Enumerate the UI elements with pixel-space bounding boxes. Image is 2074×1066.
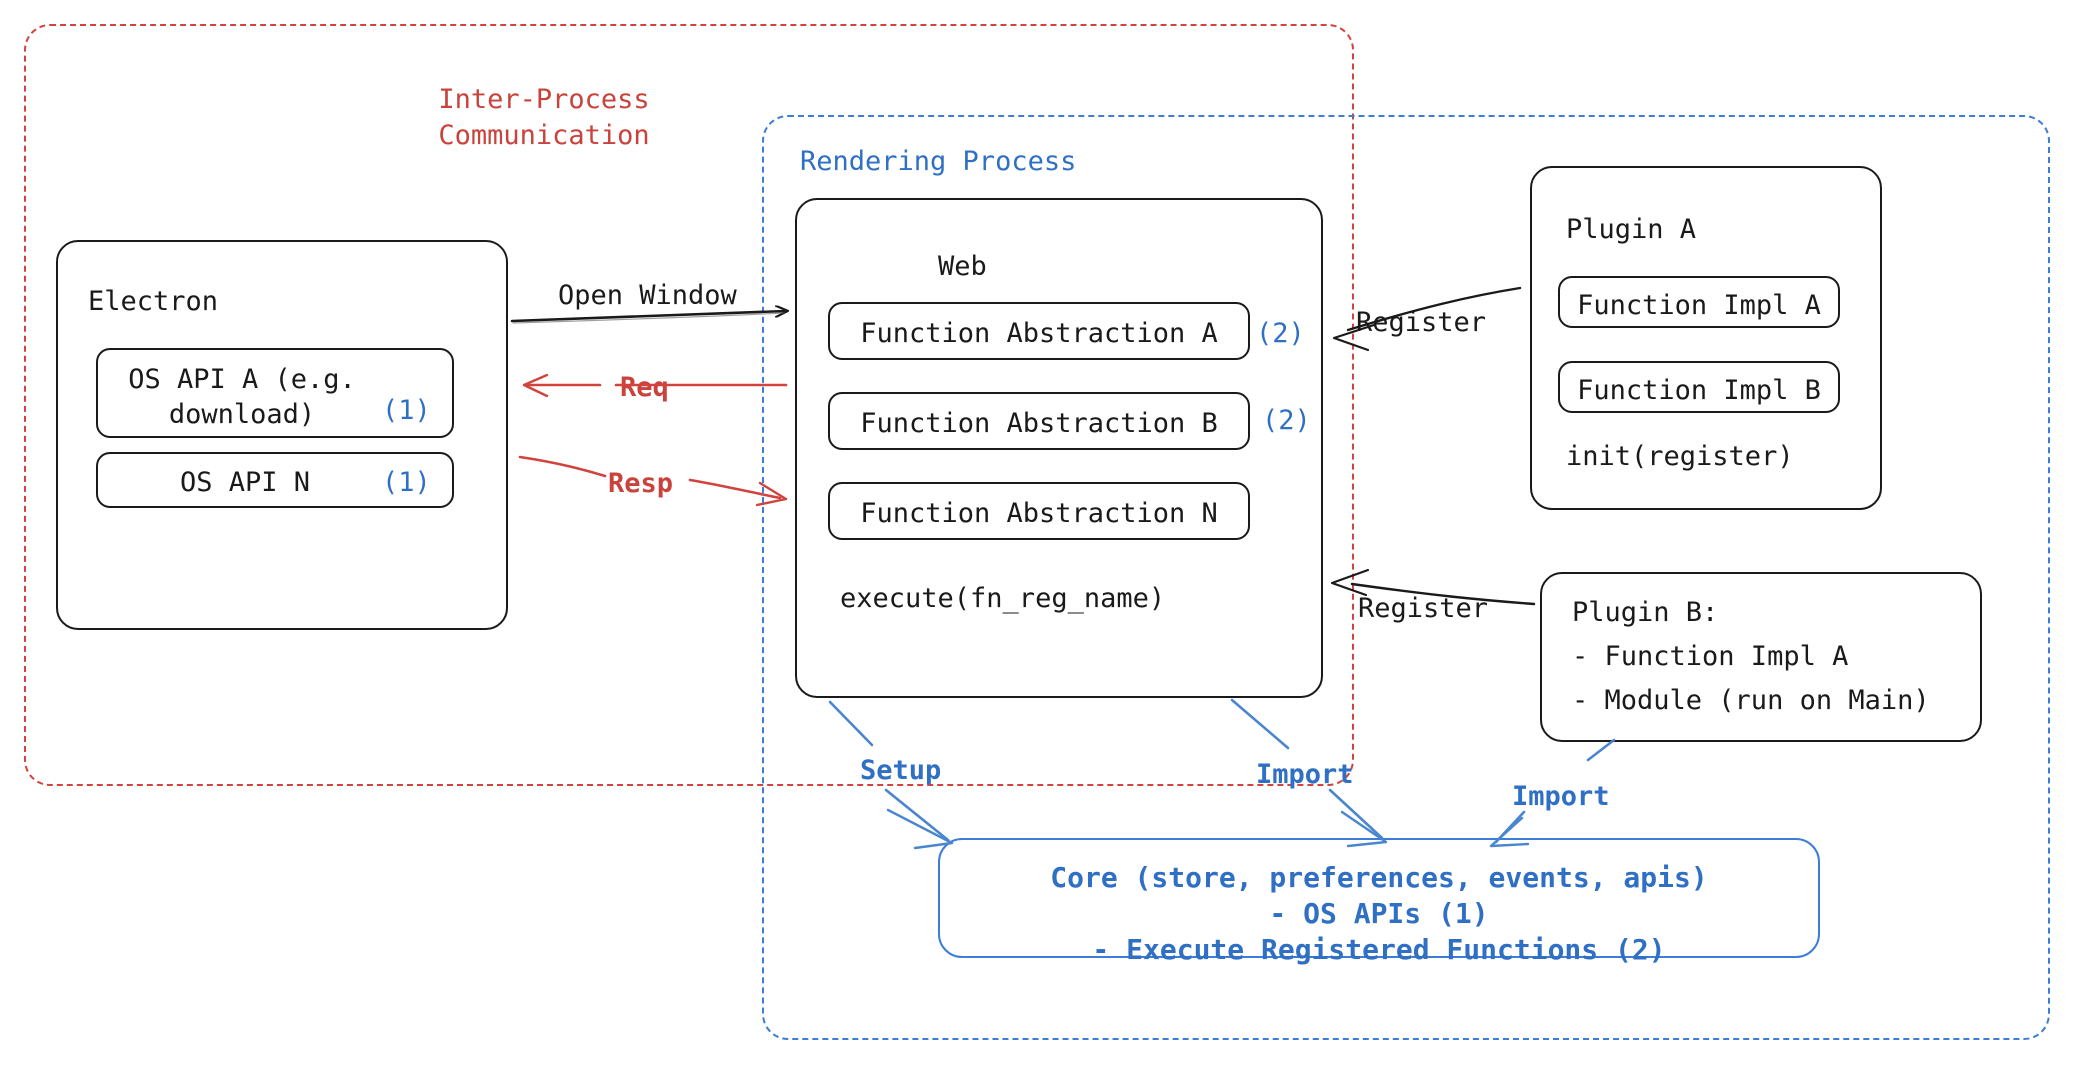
os-api-n-box[interactable]	[96, 452, 454, 508]
plugin-b-box	[1540, 572, 1982, 742]
ipc-container-label: Inter-Process Communication	[438, 84, 650, 151]
edge-label-req: Req	[620, 372, 669, 403]
core-line-3: - Execute Registered Functions (2)	[1092, 933, 1666, 966]
plugin-a-box	[1530, 166, 1882, 510]
plugin-a-function-impl-a-box[interactable]	[1558, 276, 1840, 328]
os-api-n-label: OS API N	[179, 467, 311, 498]
ipc-container	[24, 24, 1354, 786]
electron-title: Electron	[88, 286, 219, 317]
function-abstraction-a-label: Function Abstraction A	[860, 318, 1218, 349]
web-title: Web	[938, 251, 987, 282]
edge-label-open-window: Open Window	[558, 280, 737, 311]
function-abstraction-n-box[interactable]	[828, 482, 1250, 540]
web-execute-label: execute(fn_reg_name)	[840, 583, 1166, 614]
plugin-a-init-label: init(register)	[1566, 441, 1794, 472]
function-abstraction-b-box[interactable]	[828, 392, 1250, 450]
os-api-a-mark: (1)	[382, 395, 431, 426]
core-line-2: - OS APIs (1)	[1269, 897, 1489, 930]
function-abstraction-a-box[interactable]	[828, 302, 1250, 360]
edge-label-import-web: Import	[1256, 759, 1354, 790]
plugin-b-line-2: - Function Impl A	[1572, 641, 1849, 672]
edge-label-register-plugin-a: Register	[1356, 307, 1487, 338]
rendering-process-container	[762, 115, 2050, 1040]
plugin-a-function-impl-a-label: Function Impl A	[1577, 290, 1821, 321]
web-box	[795, 198, 1323, 698]
edge-label-setup: Setup	[860, 755, 942, 786]
function-abstraction-b-label: Function Abstraction B	[860, 408, 1218, 439]
os-api-a-label: OS API A (e.g. download)	[128, 364, 356, 430]
function-abstraction-a-mark: (2)	[1256, 318, 1305, 349]
function-abstraction-b-mark: (2)	[1262, 405, 1311, 436]
plugin-b-line-1: Plugin B:	[1572, 597, 1719, 628]
edge-label-import-plugin: Import	[1512, 781, 1610, 812]
plugin-a-function-impl-b-label: Function Impl B	[1577, 375, 1821, 406]
plugin-a-function-impl-b-box[interactable]	[1558, 361, 1840, 413]
electron-box	[56, 240, 508, 630]
edge-label-resp: Resp	[608, 468, 674, 499]
edge-label-register-plugin-b: Register	[1358, 593, 1489, 624]
rendering-process-label: Rendering Process	[800, 146, 1077, 177]
function-abstraction-n-label: Function Abstraction N	[860, 498, 1218, 529]
os-api-a-box[interactable]	[96, 348, 454, 438]
plugin-b-line-3: - Module (run on Main)	[1572, 685, 1930, 716]
core-line-1: Core (store, preferences, events, apis)	[1050, 861, 1708, 894]
plugin-a-title: Plugin A	[1566, 214, 1697, 245]
os-api-n-mark: (1)	[382, 467, 431, 498]
